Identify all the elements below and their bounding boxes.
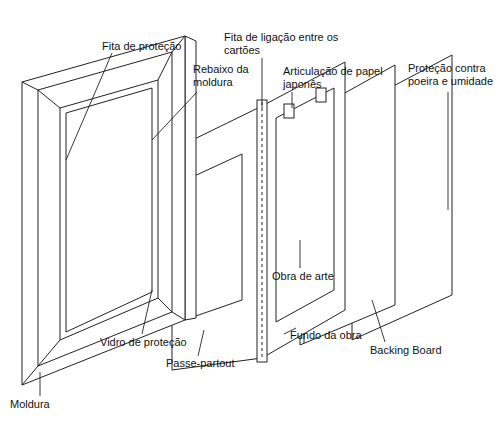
leader-line (448, 92, 449, 210)
part-label: Proteção contra poeira e umidade (408, 62, 498, 88)
leader-line (292, 92, 293, 108)
tape-fold (262, 102, 263, 360)
bevel-line (172, 312, 185, 320)
mat-window (190, 154, 242, 318)
part-label: Moldura (10, 398, 90, 411)
leader-line (262, 58, 263, 108)
leader-line (66, 53, 112, 160)
frame-opening (60, 80, 158, 340)
part-label: Passe-partout (166, 357, 266, 370)
bevel-line (158, 298, 172, 312)
leader-line (152, 92, 197, 140)
bevel-line (22, 82, 38, 90)
bevel-line (38, 90, 60, 108)
leader-line (142, 290, 152, 334)
bevel-line (22, 366, 38, 385)
leader-line (40, 372, 41, 396)
leader-line (372, 300, 385, 342)
leader-line (300, 240, 301, 268)
part-label: Articulação de papel japonês (283, 65, 395, 91)
back-mount (262, 62, 345, 358)
part-label: Fundo da obra (290, 329, 380, 342)
artwork (276, 88, 334, 322)
hinge-tape (257, 100, 267, 362)
paper-hinge (316, 88, 326, 102)
part-label: Fita de proteção (102, 40, 212, 53)
part-label: Vidro de proteção (100, 336, 210, 349)
part-label: Rebaixo da moldura (193, 63, 263, 89)
bevel-line (38, 340, 60, 366)
frame-rebate (66, 88, 152, 332)
part-label: Fita de ligação entre os cartões (224, 31, 352, 57)
part-label: Backing Board (370, 344, 470, 357)
frame-outer (22, 36, 185, 385)
bevel-line (158, 52, 172, 80)
paper-hinge (284, 104, 294, 118)
frame-molding (38, 52, 172, 366)
leader-line (198, 330, 204, 356)
part-label: Obra de arte (272, 270, 362, 283)
